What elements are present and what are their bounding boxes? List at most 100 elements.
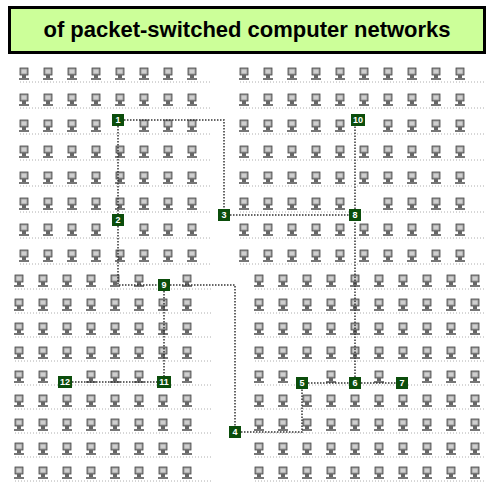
computer-icon xyxy=(182,323,192,335)
computer-icon xyxy=(139,198,149,210)
keyboard xyxy=(278,453,288,455)
screen xyxy=(386,252,391,256)
computer-icon xyxy=(254,299,264,311)
keyboard xyxy=(182,333,192,335)
computer-icon xyxy=(43,250,53,262)
stand xyxy=(377,306,381,309)
computer-icon xyxy=(278,419,288,431)
screen xyxy=(17,373,22,377)
monitor xyxy=(312,68,320,75)
keyboard xyxy=(86,309,96,311)
stand xyxy=(458,101,462,104)
stand xyxy=(266,179,270,182)
keyboard xyxy=(335,156,345,158)
computer-icon xyxy=(254,275,264,287)
stand xyxy=(425,306,429,309)
keyboard xyxy=(287,130,297,132)
network-link xyxy=(241,389,302,432)
stand xyxy=(362,101,366,104)
stand xyxy=(449,450,453,453)
screen xyxy=(185,325,190,329)
keyboard xyxy=(187,208,197,210)
screen xyxy=(458,148,463,152)
monitor xyxy=(408,120,416,127)
keyboard xyxy=(422,333,432,335)
screen xyxy=(473,445,478,449)
keyboard xyxy=(38,453,48,455)
computer-icon xyxy=(446,275,456,287)
lan-bus xyxy=(15,409,212,410)
monitor xyxy=(279,299,287,306)
stand xyxy=(305,330,309,333)
stand xyxy=(362,231,366,234)
screen xyxy=(353,445,358,449)
screen xyxy=(65,277,70,281)
screen xyxy=(257,373,262,377)
keyboard xyxy=(446,429,456,431)
stand xyxy=(257,354,261,357)
computer-icon xyxy=(359,250,369,262)
keyboard xyxy=(407,208,417,210)
stand xyxy=(329,330,333,333)
screen xyxy=(266,96,271,100)
screen xyxy=(113,421,118,425)
screen xyxy=(473,277,478,281)
screen xyxy=(377,349,382,353)
keyboard xyxy=(335,208,345,210)
computer-icon xyxy=(163,120,173,132)
stand xyxy=(338,153,342,156)
monitor xyxy=(116,198,124,205)
screen xyxy=(89,277,94,281)
monitor xyxy=(240,146,248,153)
keyboard xyxy=(134,309,144,311)
computer-icon xyxy=(254,371,264,383)
monitor xyxy=(303,323,311,330)
keyboard xyxy=(38,333,48,335)
screen xyxy=(113,301,118,305)
stand xyxy=(473,402,477,405)
monitor xyxy=(111,467,119,474)
monitor xyxy=(279,443,287,450)
computer-icon xyxy=(158,467,168,479)
computer-icon xyxy=(374,395,384,407)
computer-icon xyxy=(335,68,345,80)
computer-icon xyxy=(455,120,465,132)
computer-icon xyxy=(383,172,393,184)
keyboard xyxy=(239,104,249,106)
stand xyxy=(41,282,45,285)
monitor xyxy=(135,395,143,402)
monitor xyxy=(423,467,431,474)
monitor xyxy=(111,323,119,330)
lan-bus xyxy=(15,337,212,338)
computer-icon xyxy=(254,419,264,431)
screen xyxy=(257,421,262,425)
stand xyxy=(305,354,309,357)
stand xyxy=(17,378,21,381)
computer-icon xyxy=(182,467,192,479)
monitor xyxy=(140,250,148,257)
monitor xyxy=(183,443,191,450)
keyboard xyxy=(110,333,120,335)
stand xyxy=(329,354,333,357)
screen xyxy=(185,373,190,377)
stand xyxy=(242,127,246,130)
keyboard xyxy=(431,208,441,210)
keyboard xyxy=(398,309,408,311)
stand xyxy=(377,330,381,333)
screen xyxy=(137,325,142,329)
stand xyxy=(166,153,170,156)
keyboard xyxy=(158,429,168,431)
computer-icon xyxy=(182,395,192,407)
keyboard xyxy=(158,405,168,407)
screen xyxy=(22,200,27,204)
monitor xyxy=(15,347,23,354)
computer-icon xyxy=(431,68,441,80)
stand xyxy=(190,257,194,260)
computer-icon xyxy=(134,419,144,431)
screen xyxy=(70,174,75,178)
keyboard xyxy=(287,234,297,236)
screen xyxy=(70,96,75,100)
monitor xyxy=(408,172,416,179)
computer-icon xyxy=(182,299,192,311)
stand xyxy=(161,450,165,453)
